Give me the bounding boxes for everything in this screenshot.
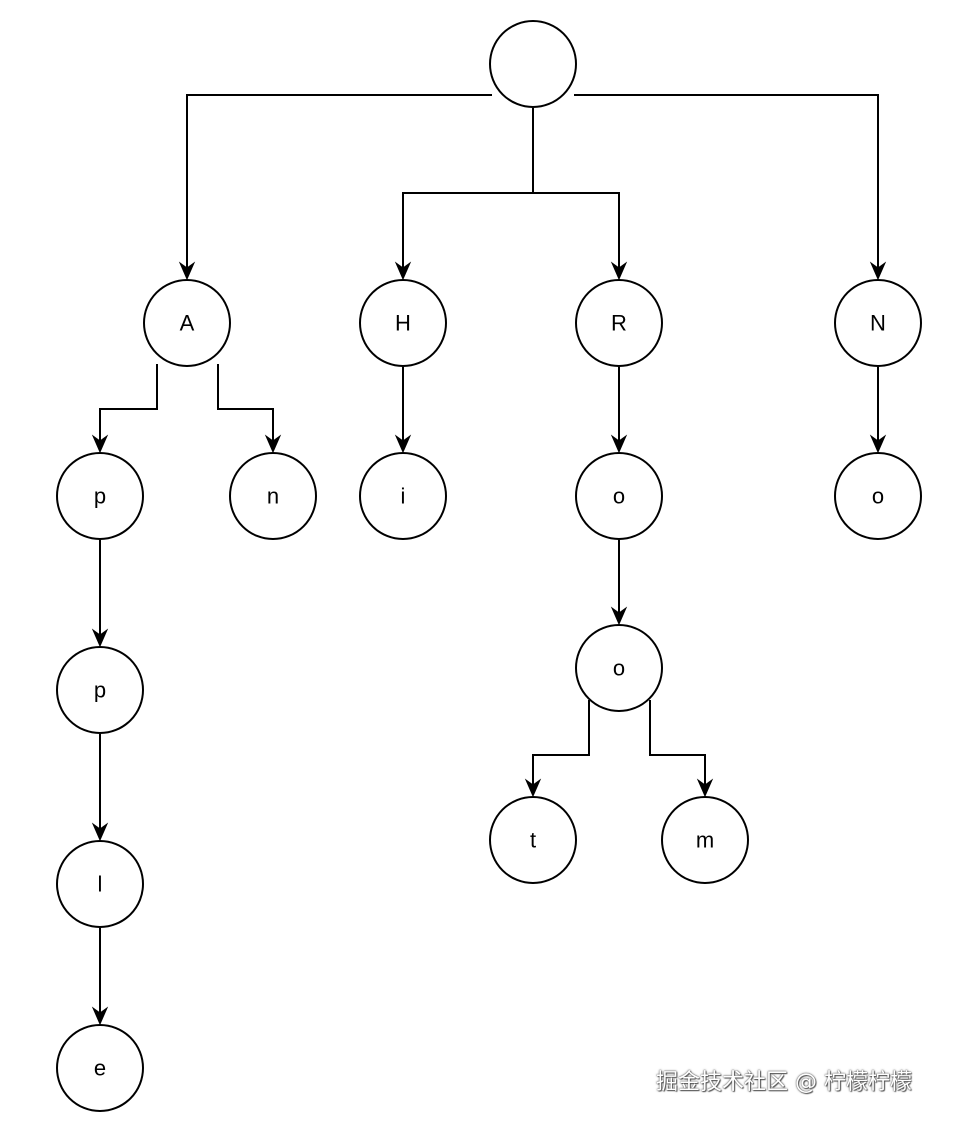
arrowhead-icon [524, 778, 542, 798]
edge-line [532, 108, 620, 269]
edge-root-to-A [178, 94, 492, 281]
edge-A_p_p-to-A_p_p_l [91, 734, 109, 842]
node-circle [834, 279, 922, 367]
arrowhead-icon [91, 822, 109, 842]
node-circle [575, 624, 663, 712]
node-circle [56, 646, 144, 734]
edge-R_o_o-to-R_o_o_m [649, 700, 714, 798]
node-label: o [872, 484, 884, 509]
arrowhead-icon [394, 434, 412, 454]
node-circle [661, 796, 749, 884]
edge-line [186, 94, 492, 269]
node-R_o: o [575, 452, 663, 540]
node-label: o [613, 484, 625, 509]
node-H_i: i [359, 452, 447, 540]
node-R_o_o_t: t [489, 796, 577, 884]
node-label: p [94, 484, 106, 509]
node-label: N [870, 311, 886, 336]
edge-root-to-H [394, 108, 534, 281]
node-A_p_p_l: l [56, 840, 144, 928]
edge-A-to-A_p [91, 364, 158, 454]
edge-N-to-N_o [869, 367, 887, 454]
arrowhead-icon [91, 628, 109, 648]
node-R: R [575, 279, 663, 367]
node-N: N [834, 279, 922, 367]
arrowhead-icon [610, 261, 628, 281]
node-H: H [359, 279, 447, 367]
edge-root-to-R [532, 108, 628, 281]
watermark-text: 掘金技术社区 @ 柠檬柠檬 [656, 1070, 912, 1095]
node-circle [56, 1024, 144, 1112]
edge-A-to-A_n [217, 364, 282, 454]
node-label: o [613, 656, 625, 681]
node-circle [359, 279, 447, 367]
node-A: A [143, 279, 231, 367]
arrowhead-icon [869, 434, 887, 454]
arrowhead-icon [91, 434, 109, 454]
edge-H-to-H_i [394, 367, 412, 454]
edge-R_o-to-R_o_o [610, 540, 628, 626]
node-circle [359, 452, 447, 540]
edge-line [574, 94, 879, 269]
edge-line [217, 364, 274, 442]
node-circle [834, 452, 922, 540]
node-circle [575, 452, 663, 540]
edge-R_o_o-to-R_o_o_t [524, 700, 590, 798]
node-label: e [94, 1056, 106, 1081]
node-label: i [401, 484, 406, 509]
node-label: H [395, 311, 411, 336]
node-circle [229, 452, 317, 540]
node-A_p: p [56, 452, 144, 540]
node-label: t [530, 828, 536, 853]
node-R_o_o_m: m [661, 796, 749, 884]
node-circle [489, 796, 577, 884]
edge-line [402, 108, 534, 269]
arrowhead-icon [178, 261, 196, 281]
node-A_p_p_l_e: e [56, 1024, 144, 1112]
node-circle [56, 452, 144, 540]
edge-R-to-R_o [610, 367, 628, 454]
node-circle [575, 279, 663, 367]
arrowhead-icon [610, 606, 628, 626]
node-circle [489, 20, 577, 108]
node-A_n: n [229, 452, 317, 540]
arrowhead-icon [91, 1006, 109, 1026]
node-label: l [98, 872, 103, 897]
node-label: n [267, 484, 279, 509]
arrowhead-icon [696, 778, 714, 798]
arrowhead-icon [394, 261, 412, 281]
node-root [489, 20, 577, 108]
arrowhead-icon [264, 434, 282, 454]
node-label: p [94, 678, 106, 703]
node-circle [143, 279, 231, 367]
edge-root-to-N [574, 94, 887, 281]
nodes-layer: A H R Np n i o o p o l t m e [56, 20, 922, 1112]
node-A_p_p: p [56, 646, 144, 734]
arrowhead-icon [869, 261, 887, 281]
node-N_o: o [834, 452, 922, 540]
node-label: R [611, 311, 627, 336]
node-circle [56, 840, 144, 928]
edge-line [649, 700, 706, 786]
edge-A_p_p_l-to-A_p_p_l_e [91, 928, 109, 1026]
node-label: A [180, 311, 195, 336]
edge-line [532, 700, 590, 786]
arrowhead-icon [610, 434, 628, 454]
edges-layer [91, 94, 887, 1026]
node-label: m [696, 828, 714, 853]
edge-line [99, 364, 158, 442]
node-R_o_o: o [575, 624, 663, 712]
edge-A_p-to-A_p_p [91, 540, 109, 648]
